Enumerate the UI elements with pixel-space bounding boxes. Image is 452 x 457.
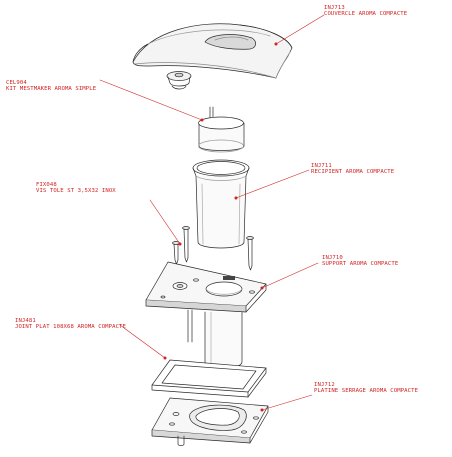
label-screw: FIX048 VIS TOLE ST 3,5X32 INOX <box>36 182 116 195</box>
leader-support <box>260 262 319 290</box>
gasket-part <box>151 359 267 398</box>
label-kit-name: KIT MESTMAKER AROMA SIMPLE <box>6 86 97 93</box>
label-cover: INJ713 COUVERCLE AROMA COMPACTE <box>324 5 407 18</box>
screw-front <box>172 241 180 265</box>
label-support-name: SUPPORT AROMA COMPACTE <box>322 261 399 268</box>
label-support: INJ710 SUPPORT AROMA COMPACTE <box>322 255 398 268</box>
leader-screw <box>149 199 182 246</box>
label-gasket-code: INJ481 <box>15 318 36 324</box>
cover-part <box>132 23 293 79</box>
leader-gasket <box>119 324 167 360</box>
mistmaker-part <box>198 106 245 153</box>
label-cover-name: COUVERCLE AROMA COMPACTE <box>324 11 408 18</box>
label-kit-code: CEL904 <box>6 80 27 86</box>
label-cover-code: INJ713 <box>324 5 345 11</box>
support-part <box>145 261 267 369</box>
leader-lines <box>99 14 325 412</box>
label-plate-code: INJ712 <box>314 382 335 388</box>
label-screw-name: VIS TOLE ST 3,5X32 INOX <box>36 188 116 195</box>
nozzle-part <box>166 71 192 90</box>
label-plate-name: PLATINE SERRAGE AROMA COMPACTE <box>314 388 419 395</box>
label-vessel-name: RECIPIENT AROMA COMPACTE <box>311 169 395 176</box>
label-vessel-code: INJ711 <box>311 163 332 169</box>
label-vessel: INJ711 RECIPIENT AROMA COMPACTE <box>311 163 394 176</box>
leader-cover <box>274 14 325 46</box>
plate-part <box>151 397 269 446</box>
leader-plate <box>260 394 313 412</box>
label-screw-code: FIX048 <box>36 182 57 188</box>
label-support-code: INJ710 <box>322 255 343 261</box>
label-gasket-name: JOINT PLAT 108X68 AROMA COMPACTE <box>15 324 126 331</box>
leader-kit <box>99 79 204 122</box>
screw-left <box>182 226 190 263</box>
label-gasket: INJ481 JOINT PLAT 108X68 AROMA COMPACTE <box>15 318 126 331</box>
label-kit: CEL904 KIT MESTMAKER AROMA SIMPLE <box>6 80 96 93</box>
leader-vessel <box>234 169 310 200</box>
vessel-part <box>192 159 250 249</box>
label-plate: INJ712 PLATINE SERRAGE AROMA COMPACTE <box>314 382 418 395</box>
screw-right <box>246 236 254 271</box>
